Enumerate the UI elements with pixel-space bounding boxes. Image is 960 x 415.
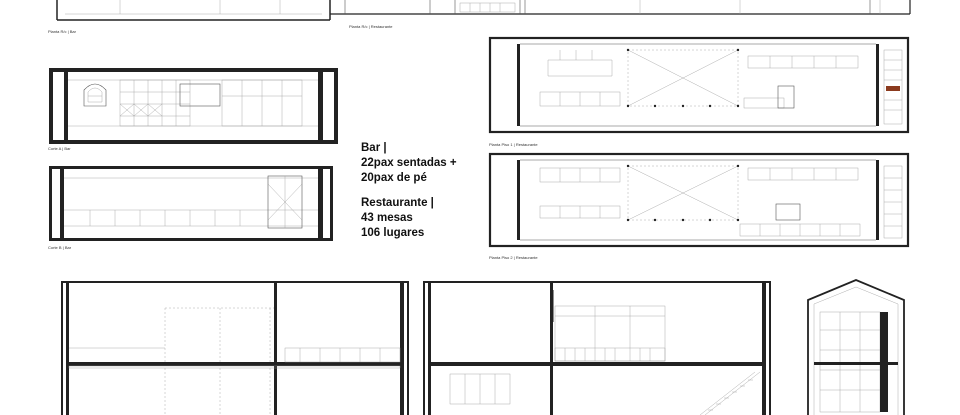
long-section-right xyxy=(423,281,771,415)
capacity-summary: Bar | 22pax sentadas + 20pax de pé Resta… xyxy=(361,141,457,241)
bar-seated: 22pax sentadas + xyxy=(361,157,457,169)
caption-planta-rc-restaurante: Planta R/c | Restaurante xyxy=(349,24,393,29)
caption-corte-a-bar: Corte A | Bar xyxy=(48,146,71,151)
brown-accent-block xyxy=(886,86,900,91)
planta-rc-restaurante-plan xyxy=(330,0,911,15)
caption-planta-piso2-restaurante: Planta Piso 2 | Restaurante xyxy=(489,255,538,260)
long-section-left xyxy=(61,281,409,415)
planta-rc-bar-plan xyxy=(56,0,331,21)
bar-logo-icon xyxy=(83,83,107,107)
bar-standing: 20pax de pé xyxy=(361,172,427,184)
corte-b-bar-section xyxy=(49,166,333,241)
restaurant-title: Restaurante | xyxy=(361,197,434,209)
caption-planta-rc-bar: Planta R/c | Bar xyxy=(48,29,76,34)
caption-planta-piso1-restaurante: Planta Piso 1 | Restaurante xyxy=(489,142,538,147)
bar-title: Bar | xyxy=(361,142,387,154)
corte-a-bar-section xyxy=(49,68,338,144)
restaurant-tables: 43 mesas xyxy=(361,212,413,224)
caption-corte-b-bar: Corte B | Bar xyxy=(48,245,72,250)
restaurant-seats: 106 lugares xyxy=(361,227,425,239)
cross-section-gable xyxy=(807,279,905,415)
planta-piso2-plan xyxy=(488,152,910,248)
planta-piso1-plan xyxy=(488,36,910,134)
